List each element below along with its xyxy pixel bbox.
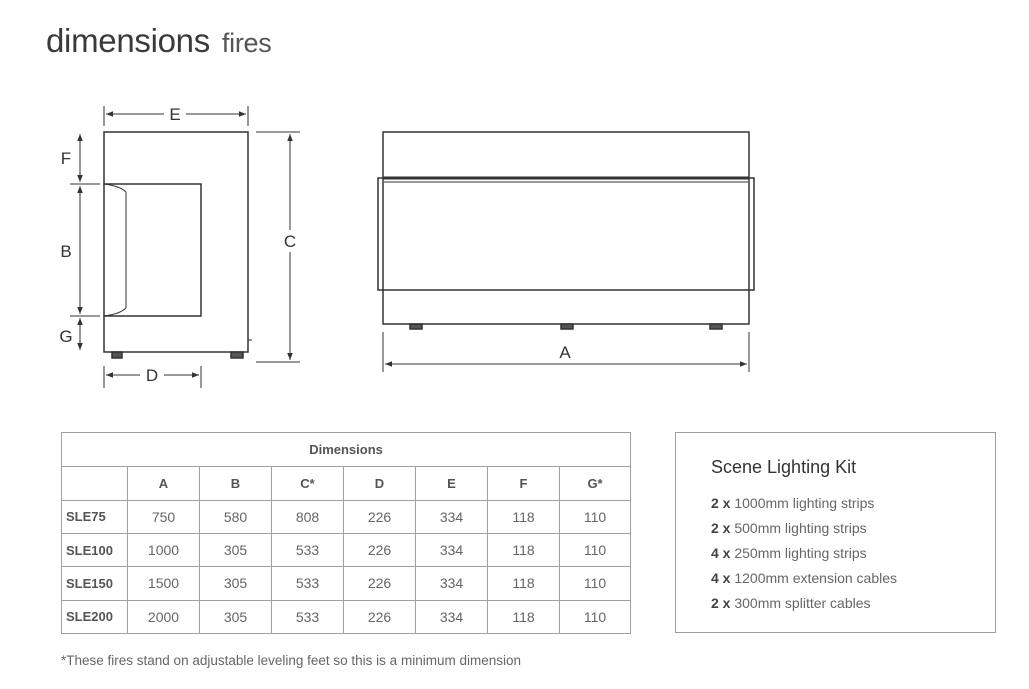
header-g: G* <box>558 466 632 501</box>
cell-f: 118 <box>487 599 560 635</box>
kit-qty: 4 x <box>711 545 731 561</box>
row-model: SLE200 <box>61 599 128 635</box>
header-f: F <box>487 466 560 501</box>
title-sub: fires <box>221 28 272 58</box>
cell-b: 305 <box>199 532 272 568</box>
cell-b: 580 <box>199 499 272 534</box>
cell-g: 110 <box>558 566 632 601</box>
title-main: dimensions <box>46 22 210 59</box>
lighting-kit-box: Scene Lighting Kit 2 x 1000mm lighting s… <box>675 432 996 633</box>
cell-e: 334 <box>415 566 488 601</box>
cell-g: 110 <box>558 532 632 568</box>
side-view <box>103 131 252 359</box>
cell-b: 305 <box>199 566 272 601</box>
cell-d: 226 <box>343 599 416 635</box>
cell-c: 533 <box>271 532 344 568</box>
row-model: SLE75 <box>61 499 128 534</box>
kit-title: Scene Lighting Kit <box>711 457 857 477</box>
table-header-row: A B C* D E F G* <box>61 466 632 501</box>
label-g: G <box>59 327 72 346</box>
row-model: SLE150 <box>61 566 128 601</box>
page-title: dimensions fires <box>46 22 272 60</box>
label-a: A <box>559 343 571 362</box>
cell-e: 334 <box>415 532 488 568</box>
row-model: SLE100 <box>61 532 128 568</box>
side-dimension-lines <box>70 106 300 388</box>
front-dimension-lines <box>382 332 750 372</box>
table-row: SLE200 2000 305 533 226 334 118 110 <box>61 599 632 635</box>
kit-desc: 1000mm lighting strips <box>734 495 875 511</box>
cell-c: 533 <box>271 599 344 635</box>
cell-d: 226 <box>343 499 416 534</box>
list-item: 4 x 250mm lighting strips <box>711 543 897 568</box>
fire-dimension-drawing: E F B G C D A <box>59 105 755 388</box>
list-item: 2 x 500mm lighting strips <box>711 518 897 543</box>
kit-desc: 250mm lighting strips <box>734 545 867 561</box>
footnote: *These fires stand on adjustable levelin… <box>61 653 521 668</box>
kit-desc: 300mm splitter cables <box>734 595 871 611</box>
header-b: B <box>199 466 272 501</box>
label-f: F <box>61 149 71 168</box>
cell-g: 110 <box>558 499 632 534</box>
label-d: D <box>146 366 158 385</box>
cell-a: 1000 <box>127 532 200 568</box>
cell-c: 533 <box>271 566 344 601</box>
dimensions-table: Dimensions A B C* D E F G* SLE75 750 580… <box>60 431 632 635</box>
label-e: E <box>169 105 180 124</box>
kit-qty: 2 x <box>711 495 731 511</box>
header-blank <box>61 466 128 501</box>
header-c: C* <box>271 466 344 501</box>
list-item: 2 x 1000mm lighting strips <box>711 493 897 518</box>
cell-a: 2000 <box>127 599 200 635</box>
header-d: D <box>343 466 416 501</box>
kit-desc: 500mm lighting strips <box>734 520 867 536</box>
cell-e: 334 <box>415 599 488 635</box>
table-row: SLE75 750 580 808 226 334 118 110 <box>61 499 632 534</box>
cell-f: 118 <box>487 566 560 601</box>
cell-b: 305 <box>199 599 272 635</box>
cell-e: 334 <box>415 499 488 534</box>
cell-a: 1500 <box>127 566 200 601</box>
cell-f: 118 <box>487 532 560 568</box>
label-b: B <box>60 242 71 261</box>
kit-qty: 2 x <box>711 595 731 611</box>
list-item: 2 x 300mm splitter cables <box>711 593 897 618</box>
label-c: C <box>284 232 296 251</box>
cell-d: 226 <box>343 566 416 601</box>
front-view <box>377 131 755 330</box>
cell-d: 226 <box>343 532 416 568</box>
kit-qty: 2 x <box>711 520 731 536</box>
table-row: SLE150 1500 305 533 226 334 118 110 <box>61 566 632 601</box>
list-item: 4 x 1200mm extension cables <box>711 568 897 593</box>
cell-g: 110 <box>558 599 632 635</box>
table-row: SLE100 1000 305 533 226 334 118 110 <box>61 532 632 568</box>
cell-f: 118 <box>487 499 560 534</box>
kit-desc: 1200mm extension cables <box>734 570 898 586</box>
header-a: A <box>127 466 200 501</box>
kit-qty: 4 x <box>711 570 731 586</box>
table-caption: Dimensions <box>60 431 632 468</box>
cell-a: 750 <box>127 499 200 534</box>
cell-c: 808 <box>271 499 344 534</box>
header-e: E <box>415 466 488 501</box>
kit-list: 2 x 1000mm lighting strips 2 x 500mm lig… <box>711 493 897 618</box>
